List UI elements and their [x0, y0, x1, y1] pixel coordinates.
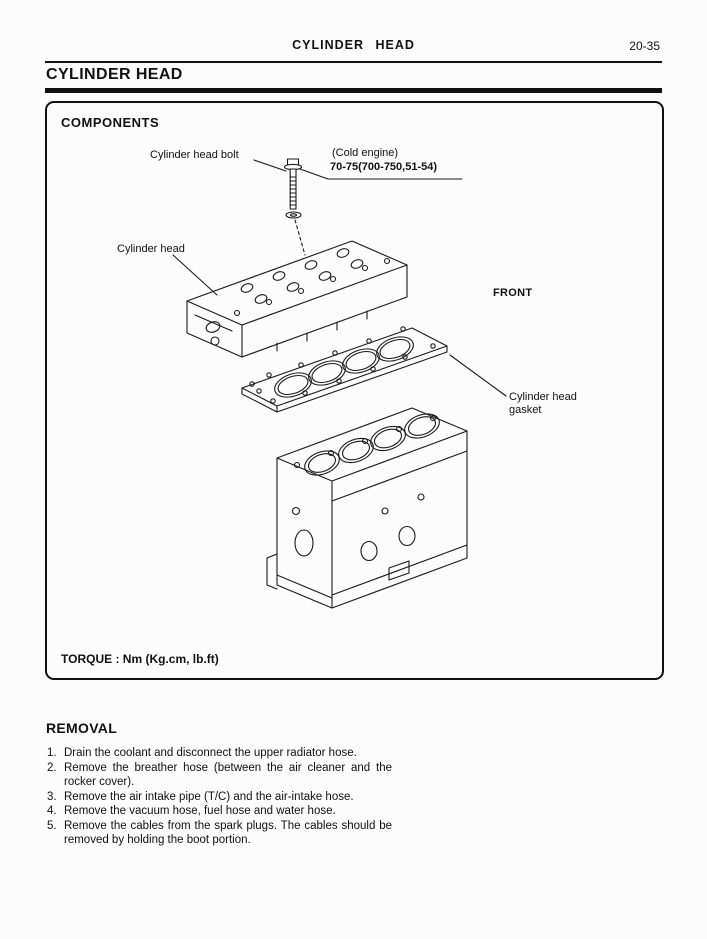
- leader-lines: [172, 159, 507, 397]
- step-number: 4.: [47, 805, 57, 817]
- components-box: COMPONENTS Cylinder head bolt (Cold engi…: [45, 101, 664, 680]
- components-diagram: [172, 158, 507, 609]
- engine-block-drawing: [266, 407, 468, 609]
- step-number: 1.: [47, 747, 57, 759]
- label-cylinder-head: Cylinder head: [117, 243, 185, 255]
- step-text: Remove the vacuum hose, fuel hose and wa…: [64, 805, 336, 817]
- cylinder-head-drawing: [186, 240, 408, 358]
- label-cylinder-head-bolt: Cylinder head bolt: [150, 149, 239, 161]
- label-cold-engine: (Cold engine): [332, 147, 399, 159]
- head-bolt-drawing: [283, 158, 306, 256]
- header-rule: [45, 61, 662, 63]
- step-text: Remove the air intake pipe (T/C) and the…: [64, 790, 354, 803]
- running-head: CYLINDER HEAD 20-35: [45, 38, 662, 58]
- title-rule: [45, 88, 662, 93]
- step-text: Remove the breather hose (between the ai…: [64, 761, 392, 789]
- step-text: Drain the coolant and disconnect the upp…: [64, 747, 357, 759]
- label-front: FRONT: [493, 287, 533, 299]
- step-number: 3.: [47, 790, 57, 803]
- label-torque-spec: 70-75(700-750,51-54): [330, 161, 438, 173]
- step-number: 5.: [47, 819, 57, 832]
- running-head-title: CYLINDER HEAD: [292, 38, 415, 52]
- section-title: CYLINDER HEAD: [46, 66, 183, 83]
- removal-steps: 1. Drain the coolant and disconnect the u…: [47, 746, 392, 848]
- removal-step: 2. Remove the breather hose (between the …: [47, 761, 392, 790]
- removal-heading: REMOVAL: [46, 720, 118, 736]
- page-number: 20-35: [629, 39, 660, 53]
- torque-note: TORQUE : Nm (Kg.cm, lb.ft): [61, 652, 219, 666]
- label-gasket-line1: Cylinder head: [509, 391, 577, 403]
- step-text: Remove the cables from the spark plugs. …: [64, 819, 392, 847]
- step-number: 2.: [47, 761, 57, 774]
- gasket-drawing: [241, 326, 448, 413]
- components-heading: COMPONENTS: [61, 115, 160, 130]
- removal-step: 3. Remove the air intake pipe (T/C) and t…: [47, 790, 392, 805]
- label-cylinder-head-gasket: Cylinder head gasket: [509, 391, 577, 417]
- removal-step: 4. Remove the vacuum hose, fuel hose and …: [47, 804, 392, 819]
- removal-step: 5. Remove the cables from the spark plugs…: [47, 819, 392, 848]
- label-gasket-line2: gasket: [509, 404, 542, 416]
- removal-step: 1. Drain the coolant and disconnect the u…: [47, 746, 392, 761]
